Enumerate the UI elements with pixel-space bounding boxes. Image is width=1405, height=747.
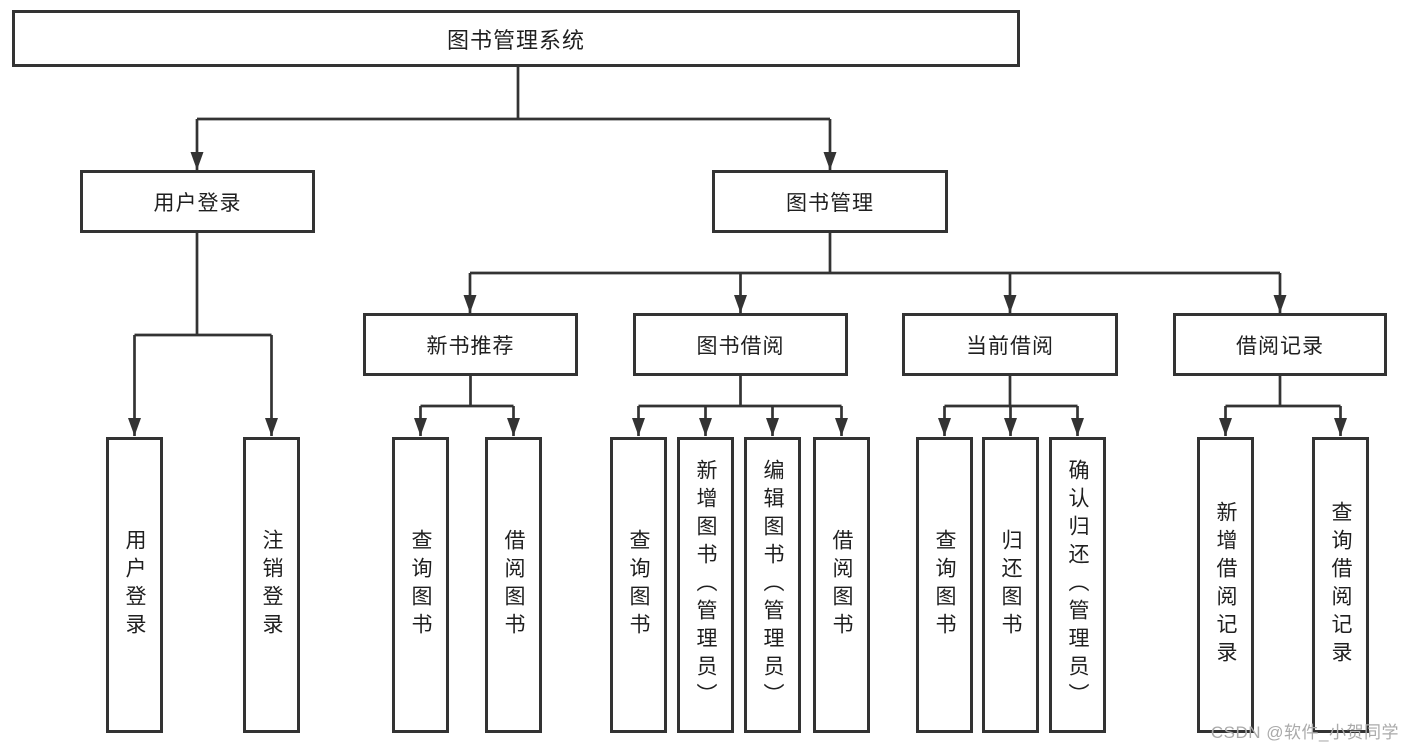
leaf-borrow-edit-book-admin-label: 编辑图书（管理员） [761, 459, 784, 711]
leaf-user-login-label: 用户登录 [123, 529, 146, 641]
leaf-borrow-add-book-admin-label: 新增图书（管理员） [694, 459, 717, 711]
leaf-borrow-add-book-admin: 新增图书（管理员） [677, 437, 734, 733]
leaf-current-query-book-label: 查询图书 [933, 529, 956, 641]
leaf-current-confirm-return-admin: 确认归还（管理员） [1049, 437, 1106, 733]
leaf-current-confirm-return-admin-label: 确认归还（管理员） [1066, 459, 1089, 711]
leaf-borrow-edit-book-admin: 编辑图书（管理员） [744, 437, 801, 733]
node-borrow-records: 借阅记录 [1173, 313, 1387, 376]
node-user-login-label: 用户登录 [153, 191, 242, 215]
csdn-watermark: CSDN @软件_小贺同学 [1210, 723, 1399, 742]
leaf-user-login: 用户登录 [106, 437, 163, 733]
leaf-records-add-record-label: 新增借阅记录 [1214, 501, 1237, 669]
leaf-current-return-book: 归还图书 [982, 437, 1039, 733]
node-root-system-label: 图书管理系统 [446, 27, 585, 53]
leaf-records-add-record: 新增借阅记录 [1197, 437, 1254, 733]
node-current-borrow-label: 当前借阅 [966, 334, 1054, 358]
node-borrow-records-label: 借阅记录 [1236, 334, 1324, 358]
leaf-borrow-query-book-label: 查询图书 [627, 529, 650, 641]
leaf-recommend-query-book: 查询图书 [392, 437, 449, 733]
node-book-management: 图书管理 [712, 170, 948, 233]
node-root-system: 图书管理系统 [12, 10, 1020, 67]
leaf-logout-login: 注销登录 [243, 437, 300, 733]
node-book-management-label: 图书管理 [786, 191, 874, 215]
leaf-borrow-borrow-book-label: 借阅图书 [830, 529, 853, 641]
node-new-book-recommend: 新书推荐 [363, 313, 578, 376]
leaf-recommend-query-book-label: 查询图书 [409, 529, 432, 641]
leaf-borrow-borrow-book: 借阅图书 [813, 437, 870, 733]
node-book-borrow: 图书借阅 [633, 313, 848, 376]
leaf-current-return-book-label: 归还图书 [999, 529, 1022, 641]
leaf-records-query-record-label: 查询借阅记录 [1329, 501, 1352, 669]
node-user-login: 用户登录 [80, 170, 315, 233]
node-current-borrow: 当前借阅 [902, 313, 1118, 376]
node-new-book-recommend-label: 新书推荐 [426, 334, 515, 358]
leaf-current-query-book: 查询图书 [916, 437, 973, 733]
node-book-borrow-label: 图书借阅 [696, 334, 785, 358]
leaf-logout-login-label: 注销登录 [260, 529, 283, 641]
leaf-borrow-query-book: 查询图书 [610, 437, 667, 733]
leaf-records-query-record: 查询借阅记录 [1312, 437, 1369, 733]
leaf-recommend-borrow-book: 借阅图书 [485, 437, 542, 733]
leaf-recommend-borrow-book-label: 借阅图书 [502, 529, 525, 641]
